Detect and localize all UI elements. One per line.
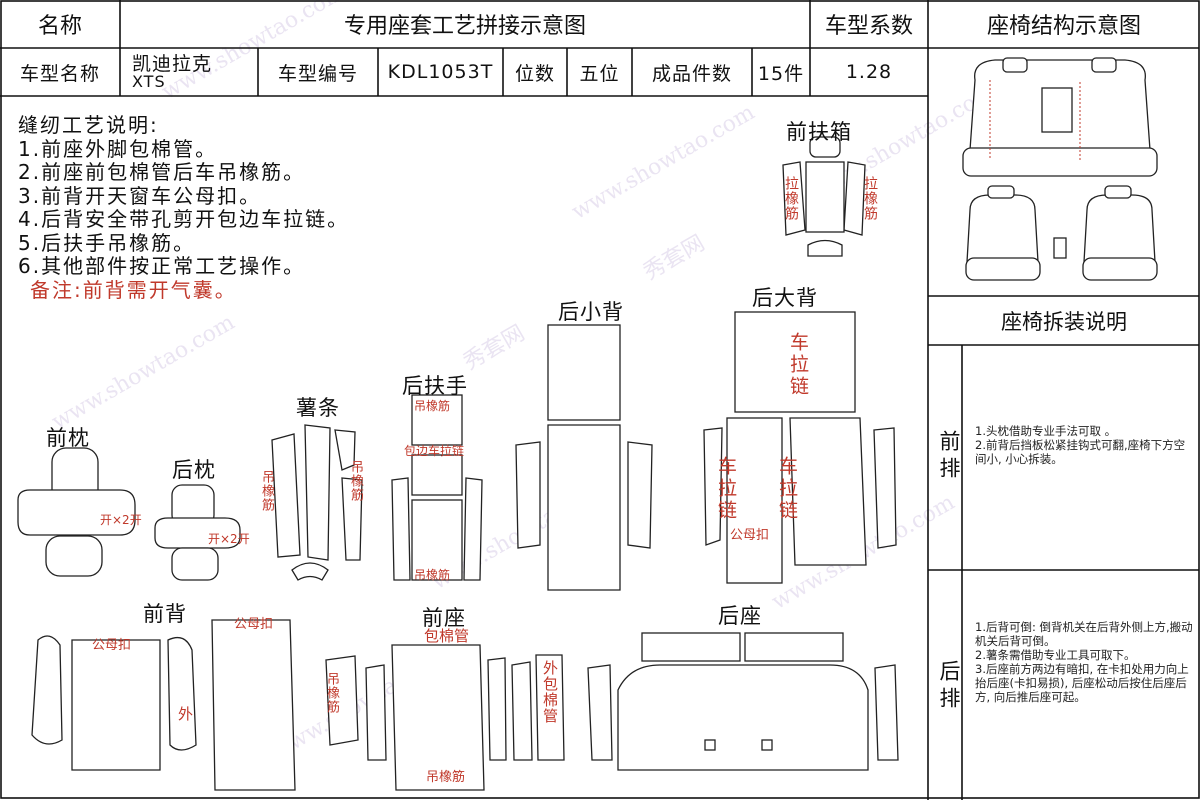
pieces-label: 成品件数 — [651, 62, 732, 85]
label-front-headrest: 前枕 — [46, 426, 90, 450]
coef-label: 车型系数 — [824, 14, 913, 39]
label-front-seat: 前座 — [422, 606, 466, 630]
rear-armrest-pieces — [391, 394, 483, 581]
model-name-value: 凯迪拉克 XTS — [120, 48, 258, 96]
instruction-item: 5.后扶手吊橡筋。 — [18, 230, 196, 255]
front-armrest-box-pieces — [782, 136, 866, 257]
annotation-che-la-lian-left: 车拉链 — [715, 456, 737, 522]
rear-headrest-pieces — [154, 484, 241, 581]
pieces-value: 15件 — [757, 62, 805, 85]
label-rear-small-back: 后小背 — [558, 300, 624, 324]
rear-row-note: 2.薯条需借助专业工具可取下。 — [975, 648, 1136, 662]
annotation-kai-x2-front-headrest: 开×2开 — [100, 513, 142, 527]
sewing-instructions: 缝纫工艺说明: 1.前座外脚包棉管。 2.前座前包棉管后车吊橡筋。 3.前背开天… — [18, 113, 350, 302]
annotation-wai-bao-mian-guan: 外包棉管 — [541, 660, 559, 724]
model-no-value: KDL1053T — [387, 61, 494, 83]
coef-value: 1.28 — [845, 61, 893, 83]
front-row-label: 前排 — [937, 430, 961, 484]
instruction-item: 1.前座外脚包棉管。 — [18, 136, 218, 161]
annotation-bao-bian-che-la-lian: 包边车拉链 — [404, 444, 465, 458]
annotation-che-la-lian-right: 车拉链 — [776, 456, 798, 522]
instruction-item: 3.前背开天窗车公母扣。 — [18, 183, 262, 208]
page-title: 专用座套工艺拼接示意图 — [343, 14, 586, 39]
structure-title: 座椅结构示意图 — [986, 14, 1141, 39]
label-rear-seat: 后座 — [718, 604, 762, 628]
label-rear-armrest: 后扶手 — [402, 374, 468, 398]
annotation-gong-mu-kou-front-back: 公母扣 — [92, 638, 132, 653]
name-label: 名称 — [37, 14, 82, 39]
label-rear-big-back: 后大背 — [752, 286, 818, 310]
instructions-title: 缝纫工艺说明: — [18, 113, 159, 137]
annotation-kai-x2-rear-headrest: 开×2开 — [208, 532, 250, 546]
annotation-bao-mian-guan: 包棉管 — [424, 627, 470, 645]
instruction-item: 2.前座前包棉管后车吊橡筋。 — [18, 160, 306, 184]
annotation-la-xiang-jin-right: 拉橡筋 — [862, 176, 878, 221]
instruction-item: 6.其他部件按正常工艺操作。 — [18, 254, 306, 278]
rear-row-notes: 1.后背可倒: 倒背机关在后背外侧上方,搬动机关后背可倒。 2.薯条需借助专业工… — [975, 620, 1193, 704]
front-back-pieces — [31, 619, 296, 791]
strip-pieces — [271, 424, 363, 581]
instruction-note: 备注:前背需开气囊。 — [30, 277, 237, 302]
rear-big-back-pieces — [703, 311, 897, 584]
disassembly-title: 座椅拆装说明 — [1001, 309, 1127, 334]
seat-structure-sketch — [962, 57, 1158, 281]
annotation-diao-xiang-jin-strip-right: 吊橡筋 — [348, 460, 363, 502]
front-headrest-pieces — [17, 447, 136, 577]
annotation-diao-xiang-jin-strip-left: 吊橡筋 — [259, 470, 274, 512]
label-front-back: 前背 — [143, 602, 187, 626]
annotation-gong-mu-kou-front-back-2: 公母扣 — [234, 617, 274, 632]
annotation-la-xiang-jin-left: 拉橡筋 — [783, 176, 799, 221]
front-row-notes: 1.头枕借助专业手法可取 。 2.前背后挡板松紧挂钩式可翻,座椅下方空间小, 小… — [975, 424, 1193, 466]
annotation-diao-xiang-jin-armrest-bottom: 吊橡筋 — [414, 568, 451, 582]
annotation-gong-mu-kou-rear-back: 公母扣 — [730, 528, 770, 543]
instruction-item: 4.后背安全带孔剪开包边车拉链。 — [18, 207, 350, 231]
rear-row-note: 1.后背可倒: 倒背机关在后背外侧上方,搬动机关后背可倒。 — [975, 620, 1193, 648]
model-name-line2: XTS — [132, 72, 166, 91]
rear-row-label: 后排 — [937, 660, 961, 714]
model-no-label: 车型编号 — [277, 62, 358, 85]
front-row-note: 1.头枕借助专业手法可取 。 — [975, 424, 1117, 438]
annotation-diao-xiang-jin-front-seat: 吊橡筋 — [426, 770, 466, 785]
front-row-note: 2.前背后挡板松紧挂钩式可翻,座椅下方空间小, 小心拆装。 — [975, 438, 1186, 466]
front-seat-pieces — [325, 644, 565, 791]
label-strip: 薯条 — [296, 396, 340, 420]
model-name-line1: 凯迪拉克 — [132, 53, 213, 75]
annotation-diao-xiang-jin-front-back: 吊橡筋 — [324, 672, 339, 714]
rear-row-note: 3.后座前方两边有暗扣, 在卡扣处用力向上抬后座(卡扣易损), 后座松动后按住后… — [975, 662, 1189, 704]
annotation-wai: 外 — [178, 705, 194, 723]
rear-small-back-pieces — [515, 324, 653, 591]
annotation-che-la-lian-top: 车拉链 — [787, 332, 809, 398]
annotation-diao-xiang-jin-armrest-top: 吊橡筋 — [414, 399, 451, 413]
label-front-armrest-box: 前扶箱 — [786, 120, 852, 144]
model-name-label: 车型名称 — [19, 62, 100, 85]
rear-seat-pieces — [587, 632, 899, 771]
seats-value: 五位 — [579, 62, 620, 85]
seats-label: 位数 — [514, 62, 555, 85]
label-rear-headrest: 后枕 — [172, 458, 216, 482]
